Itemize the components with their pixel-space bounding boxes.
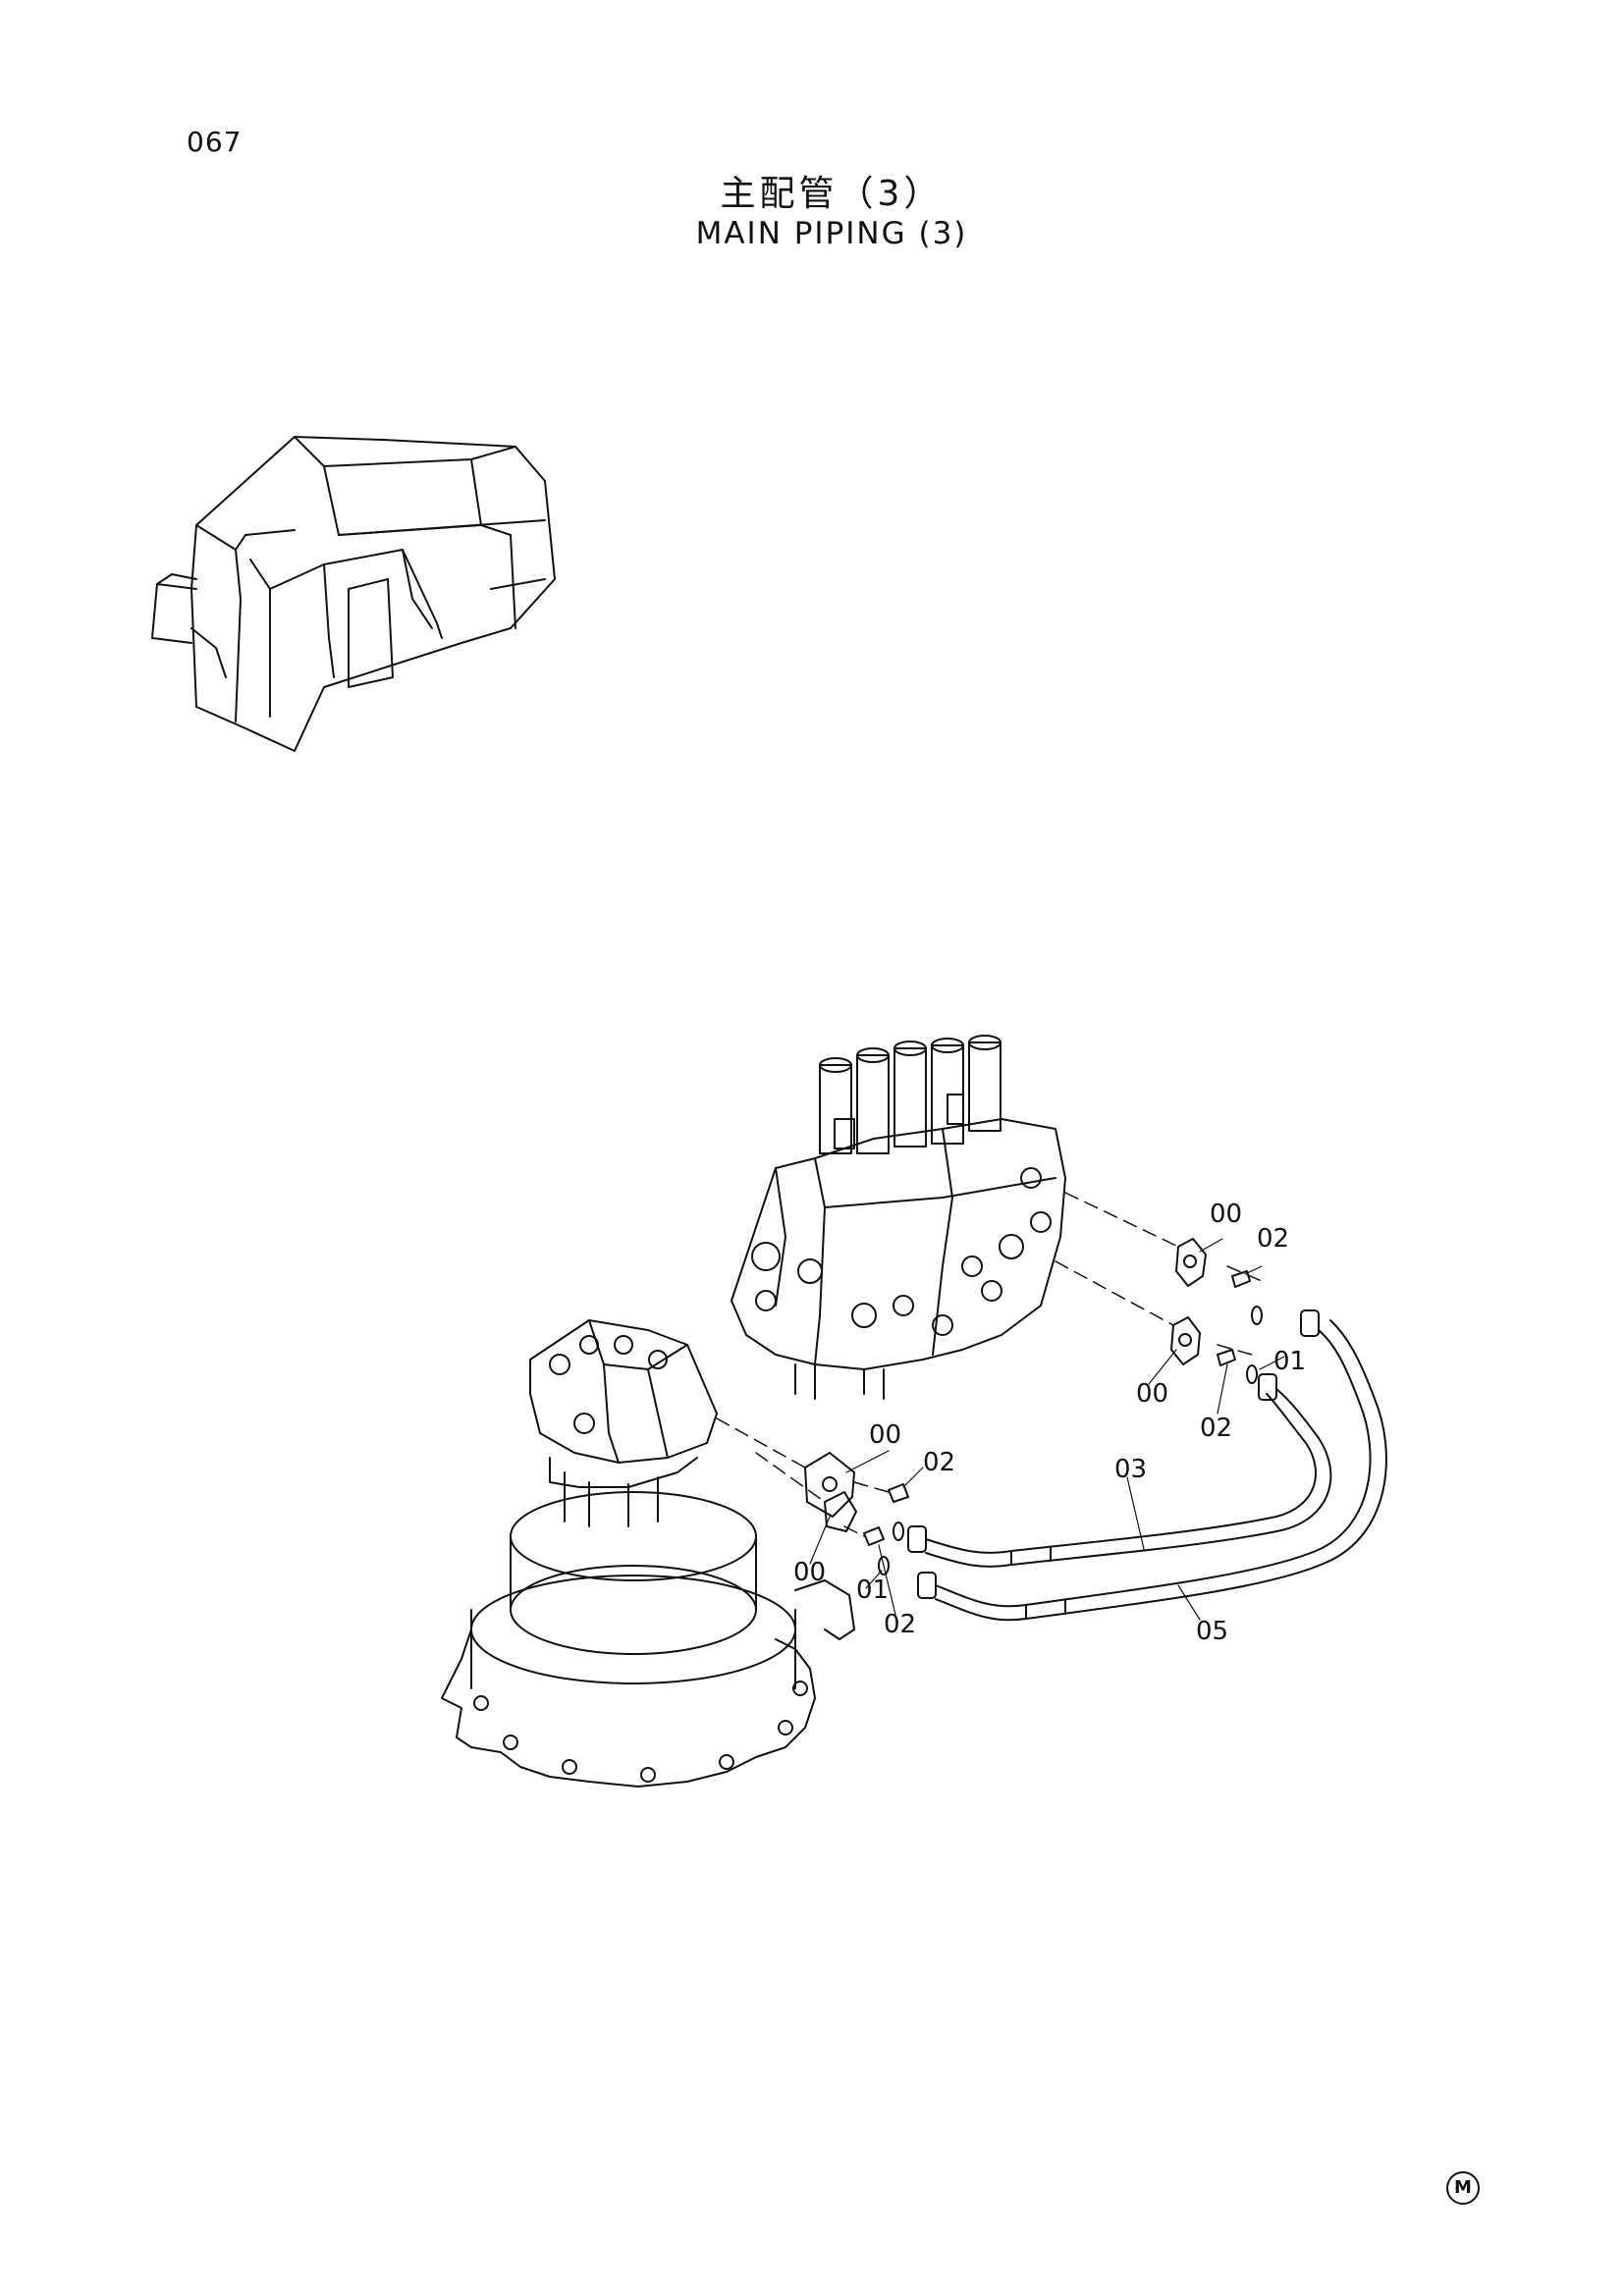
excavator-location-thumbnail: [151, 436, 556, 752]
callout-00: 00: [869, 1420, 901, 1450]
callout-02: 02: [1257, 1224, 1289, 1254]
assembly-guide-lines: [716, 1192, 1263, 1537]
valve-side-fittings: [1170, 1238, 1320, 1401]
page-title-japanese: 主配管（3）: [720, 174, 944, 214]
page-number: 067: [187, 126, 243, 158]
callout-01: 01: [1273, 1347, 1306, 1376]
callout-00: 00: [793, 1558, 826, 1587]
callout-00: 00: [1136, 1379, 1168, 1409]
hose-05: [935, 1319, 1387, 1622]
swing-motor: [441, 1319, 855, 1788]
control-valve: [731, 1035, 1066, 1400]
callout-leaders: [809, 1238, 1285, 1621]
callout-01: 01: [856, 1575, 889, 1605]
callout-03: 03: [1114, 1455, 1147, 1484]
callout-05: 05: [1196, 1617, 1228, 1646]
callout-02: 02: [884, 1610, 916, 1639]
callout-labels: 00 02 01 00 02 03 00 02 00 01 02 05: [793, 1200, 1306, 1646]
callout-02: 02: [923, 1448, 955, 1477]
hose-03: [925, 1388, 1332, 1568]
callout-02: 02: [1200, 1414, 1232, 1443]
registered-mark: M: [1446, 2171, 1480, 2205]
page-title-english: MAIN PIPING (3): [695, 216, 968, 251]
callout-00: 00: [1210, 1200, 1242, 1229]
